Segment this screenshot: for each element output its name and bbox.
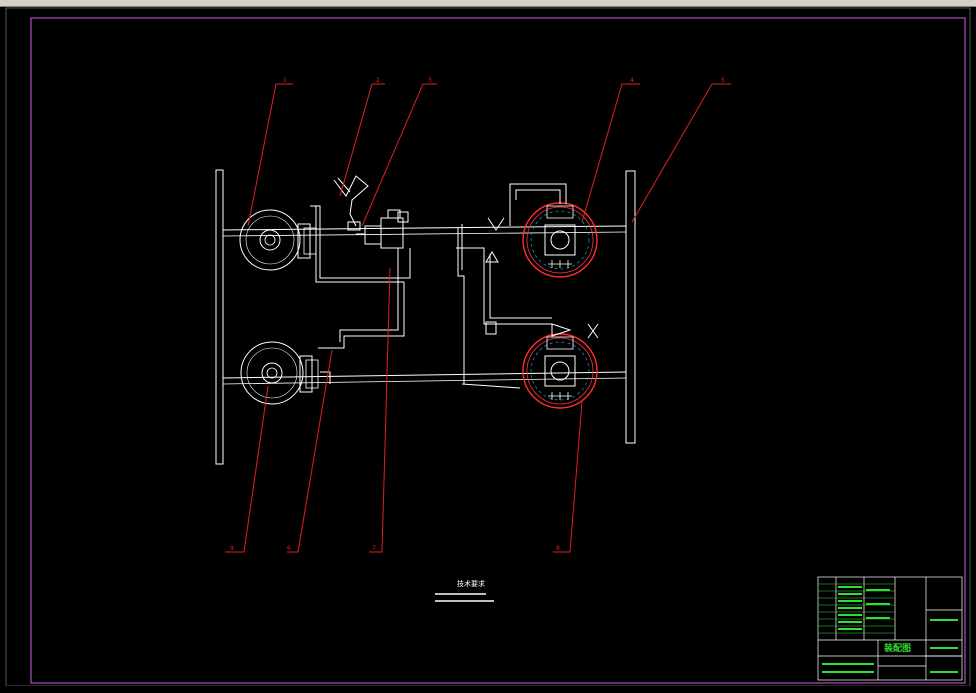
rear-axle-line-2 <box>222 377 627 385</box>
callout-5: 5 <box>721 77 725 84</box>
front-axle-rail <box>215 169 224 465</box>
title-block-drawing-title: 装配图 <box>883 642 911 654</box>
callout-4: 4 <box>630 77 634 84</box>
disc-brake-icon <box>240 341 319 405</box>
drum-brake-icon <box>522 333 598 409</box>
callout-3: 3 <box>428 77 432 84</box>
drum-brake-icon <box>522 202 598 278</box>
rear-axle-line <box>222 371 627 379</box>
front-axle-line-2 <box>222 231 627 237</box>
callout-8: 8 <box>556 545 560 552</box>
arrow-icon <box>485 217 572 337</box>
window-title-bar <box>0 0 976 7</box>
callout-2: 2 <box>376 77 380 84</box>
drawing-frame <box>30 17 966 684</box>
cross-icon <box>587 323 599 339</box>
brake-pipes <box>310 183 567 389</box>
callout-7: 7 <box>372 545 376 552</box>
drawing-border-outer <box>5 7 971 687</box>
title-block-rows <box>818 583 958 673</box>
pedal-icon <box>333 175 369 231</box>
front-axle-line <box>222 225 627 231</box>
rear-axle-rail <box>625 170 636 444</box>
callout-6: 6 <box>287 545 291 552</box>
status-bar <box>0 686 976 693</box>
valve-icon <box>356 209 409 249</box>
tech-requirements-lines <box>435 593 494 602</box>
leader-lines <box>225 83 731 553</box>
callout-9: 9 <box>230 545 234 552</box>
title-block <box>817 576 963 681</box>
disc-brake-icon <box>239 209 317 271</box>
callout-1: 1 <box>283 77 287 84</box>
tech-requirements-title: 技术要求 <box>457 579 485 588</box>
callout-numbers: 1 2 3 4 5 9 6 7 8 <box>230 77 725 552</box>
